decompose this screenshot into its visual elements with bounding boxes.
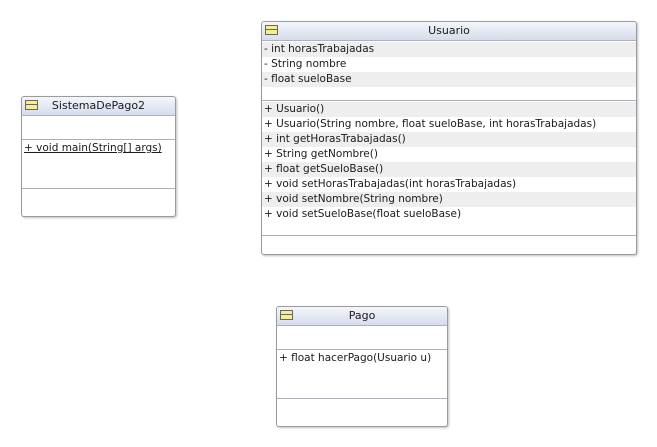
operation[interactable]: + void setNombre(String nombre): [262, 192, 636, 207]
class-header: Pago: [277, 307, 447, 326]
operations-compartment: + float hacerPago(Usuario u): [277, 350, 447, 399]
attributes-compartment: [22, 116, 175, 140]
class-name: Usuario: [428, 24, 470, 37]
attributes-compartment: [277, 326, 447, 350]
class-usuario[interactable]: Usuario - int horasTrabajadas - String n…: [261, 21, 637, 255]
extra-compartment: [262, 236, 636, 237]
operation[interactable]: + int getHorasTrabajadas(): [262, 132, 636, 147]
class-header: SistemaDePago2: [22, 97, 175, 116]
class-name: SistemaDePago2: [51, 99, 146, 112]
class-header: Usuario: [262, 22, 636, 41]
attributes-compartment: - int horasTrabajadas - String nombre - …: [262, 41, 636, 101]
operation[interactable]: + float getSueloBase(): [262, 162, 636, 177]
class-name: Pago: [348, 309, 376, 322]
class-icon: [265, 25, 278, 35]
operations-compartment: + Usuario() + Usuario(String nombre, flo…: [262, 101, 636, 236]
operation[interactable]: + Usuario(String nombre, float sueloBase…: [264, 118, 597, 130]
class-icon: [280, 310, 293, 320]
extra-compartment: [277, 399, 447, 400]
class-pago[interactable]: Pago + float hacerPago(Usuario u): [276, 306, 448, 427]
operation[interactable]: + void setHorasTrabajadas(int horasTraba…: [264, 178, 517, 190]
operation[interactable]: + float hacerPago(Usuario u): [279, 352, 432, 364]
attribute[interactable]: - float sueloBase: [262, 72, 636, 87]
operation[interactable]: + void setSueloBase(float sueloBase): [264, 208, 462, 220]
operation[interactable]: + void main(String[] args): [24, 142, 162, 154]
attribute[interactable]: - String nombre: [264, 58, 347, 70]
operation[interactable]: + Usuario(): [262, 102, 636, 117]
attribute[interactable]: - int horasTrabajadas: [262, 42, 636, 57]
class-sistemadepago2[interactable]: SistemaDePago2 + void main(String[] args…: [21, 96, 176, 217]
operation[interactable]: + String getNombre(): [264, 148, 378, 160]
operations-compartment: + void main(String[] args): [22, 140, 175, 189]
extra-compartment: [22, 189, 175, 190]
class-icon: [25, 100, 38, 110]
